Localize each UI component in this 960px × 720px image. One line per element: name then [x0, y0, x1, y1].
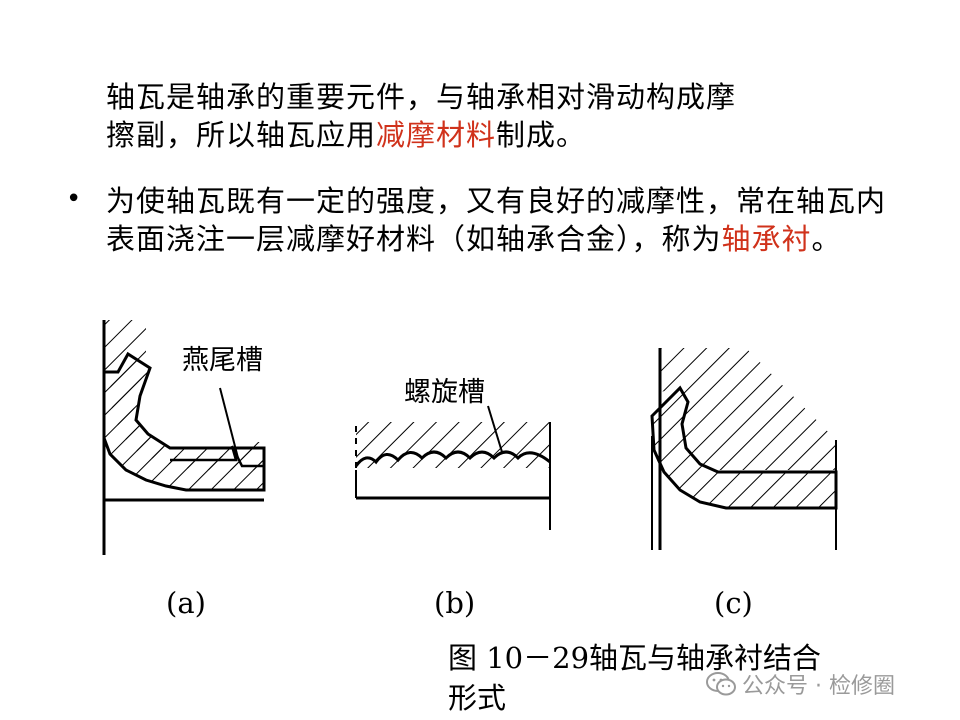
bullet-text: 为使轴瓦既有一定的强度，又有良好的减摩性，常在轴瓦内表面浇注一层减摩好材料（如轴… [106, 184, 887, 256]
bullet-symbol: • [66, 184, 82, 214]
intro-line-2-post: 制成。 [496, 118, 587, 152]
figure-caption: 图 10－29轴瓦与轴承衬结合形式 [448, 641, 822, 715]
bullet-highlight: 轴承衬 [721, 222, 812, 256]
figure-b-spiral-groove-diagram: 螺旋槽 [354, 377, 551, 530]
intro-line-2-pre: 擦副，所以轴瓦应用 [106, 118, 377, 152]
figure-a-label: (a) [166, 586, 206, 620]
figure-a-dovetail-diagram: 燕尾槽 [102, 320, 266, 555]
watermark: 公众号 · 检修圈 [706, 668, 895, 700]
watermark-text: 公众号 · 检修圈 [742, 674, 895, 699]
figure-b-label: (b) [434, 586, 476, 620]
figure-c-diagram [650, 348, 838, 550]
intro-line-2: 擦副，所以轴瓦应用减摩材料制成。 [106, 116, 806, 154]
intro-highlight: 减摩材料 [376, 118, 497, 152]
bullet-paragraph: 为使轴瓦既有一定的强度，又有良好的减摩性，常在轴瓦内表面浇注一层减摩好材料（如轴… [106, 182, 896, 258]
intro-line-1: 轴瓦是轴承的重要元件，与轴承相对滑动构成摩 [106, 80, 737, 114]
bullet-text-end: 。 [811, 222, 842, 256]
figure-c-label: (c) [714, 586, 753, 620]
wechat-icon [706, 672, 736, 696]
intro-paragraph: 轴瓦是轴承的重要元件，与轴承相对滑动构成摩 擦副，所以轴瓦应用减摩材料制成。 [106, 78, 806, 154]
figure-a-callout: 燕尾槽 [182, 345, 263, 376]
figure-b-callout: 螺旋槽 [404, 377, 485, 408]
